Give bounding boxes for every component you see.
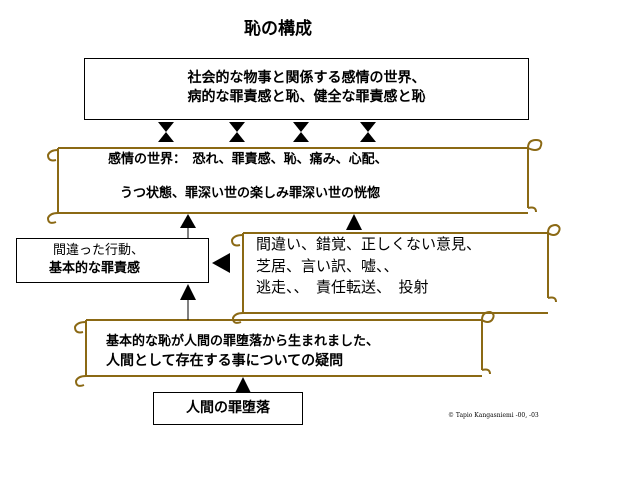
feelings-line-2: うつ状態、罪深い世の楽しみ罪深い世の恍惚 (120, 186, 381, 201)
left-arrow-icon (212, 253, 230, 273)
wrong-action-line-1: 間違った行動、 (53, 243, 145, 258)
up-arrows (180, 214, 362, 393)
basic-shame-line-2: 人間として存在する事についての疑問 (106, 353, 344, 369)
human-fall-box: 人間の罪堕落 (153, 392, 303, 425)
human-fall-label: 人間の罪堕落 (186, 400, 270, 416)
copyright-notice: © Tapio Kangasniemi -00, -03 (448, 412, 539, 419)
up-arrow-icon (180, 214, 196, 228)
feelings-scroll-frame (46, 138, 543, 224)
misbelief-scroll-frame (230, 223, 561, 324)
up-arrow-icon (346, 214, 362, 230)
basic-scroll-frame (73, 310, 495, 387)
feelings-line-1: 感情の世界： 恐れ、罪責感、恥、痛み、心配、 (108, 152, 388, 167)
bidirectional-arrow-icon (293, 122, 309, 142)
bidirectional-arrow-icon (360, 122, 376, 142)
wrong-action-line-2: 基本的な罪責感 (49, 261, 141, 276)
social-emotion-line-2: 病的な罪責感と恥、健全な罪責感と恥 (187, 89, 426, 105)
misbelief-line-1: 間違い、錯覚、正しくない意見、 (256, 235, 482, 253)
social-emotion-line-1: 社会的な物事と関係する感情の世界、 (187, 70, 426, 86)
bidirectional-arrow-icon (158, 122, 174, 142)
wrong-action-box: 間違った行動、 基本的な罪責感 (16, 238, 209, 283)
bidirectional-arrow-icon (229, 122, 245, 142)
social-emotion-box: 社会的な物事と関係する感情の世界、 病的な罪責感と恥、健全な罪責感と恥 (84, 58, 529, 120)
basic-shame-line-1: 基本的な恥が人間の罪堕落から生まれました、 (106, 334, 380, 349)
page-title: 恥の構成 (244, 19, 312, 39)
up-arrow-icon (180, 284, 196, 300)
misbelief-line-3: 逃走、、 責任転送、 投射 (256, 278, 429, 296)
up-arrow-icon (235, 377, 251, 393)
bidirectional-arrows (158, 122, 376, 142)
misbelief-line-2: 芝居、言い訳、嘘、、 (256, 257, 399, 275)
